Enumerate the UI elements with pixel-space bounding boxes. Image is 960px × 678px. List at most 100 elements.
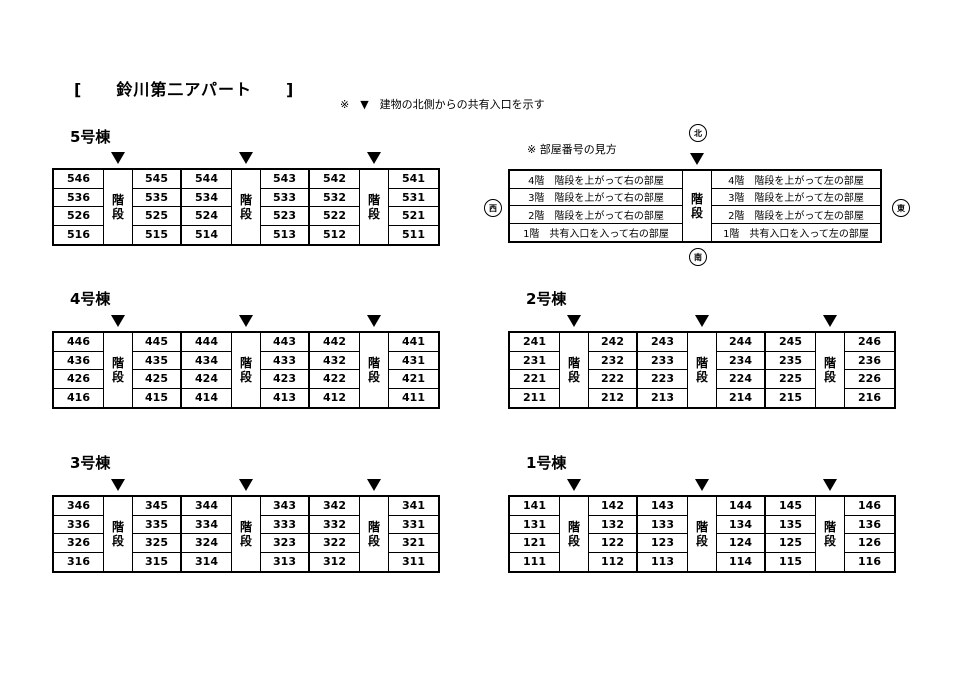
stairwell: 階段: [688, 333, 716, 407]
room-number: 126: [844, 534, 894, 553]
stair-label: 段: [111, 207, 124, 221]
room-number: 436: [54, 351, 104, 370]
entrance-marker-icon: [111, 315, 125, 327]
entrance-marker-icon: [823, 315, 837, 327]
entrance-marker-icon: [823, 479, 837, 491]
room-number: 323: [260, 534, 310, 553]
room-number: 311: [388, 552, 438, 571]
stairwell: 階段: [232, 497, 260, 571]
stair-label: 階: [239, 193, 252, 207]
room-number: 242: [588, 333, 638, 352]
room-number: 334: [182, 515, 232, 534]
stair-label: 段: [690, 206, 703, 220]
stair-label: 階: [567, 356, 580, 370]
room-number: 235: [766, 351, 816, 370]
room-number: 111: [510, 552, 560, 571]
legend-left-row: 3階 階段を上がって右の部屋: [510, 189, 682, 206]
stairwell: 階段: [104, 170, 132, 244]
room-number: 414: [182, 388, 232, 407]
stairwell: 階段: [232, 170, 260, 244]
stair-label: 段: [239, 207, 252, 221]
room-number: 314: [182, 552, 232, 571]
room-number: 215: [766, 388, 816, 407]
legend-right-row: 2階 階段を上がって左の部屋: [712, 206, 880, 224]
room-number: 336: [54, 515, 104, 534]
room-number: 114: [716, 552, 766, 571]
stair-label: 階: [695, 520, 708, 534]
room-number: 434: [182, 351, 232, 370]
room-number: 145: [766, 497, 816, 516]
entrance-marker-icon: [695, 315, 709, 327]
room-number: 345: [132, 497, 182, 516]
room-number: 422: [310, 370, 360, 389]
room-number: 144: [716, 497, 766, 516]
stair-label: 階: [239, 356, 252, 370]
room-number: 226: [844, 370, 894, 389]
room-number: 123: [638, 534, 688, 553]
room-number: 342: [310, 497, 360, 516]
room-number: 341: [388, 497, 438, 516]
room-number: 234: [716, 351, 766, 370]
stair-label: 段: [111, 370, 124, 384]
legend-right-row: 3階 階段を上がって左の部屋: [712, 189, 880, 206]
stair-label: 階: [695, 356, 708, 370]
page-title: [ 鈴川第二アパート ]: [74, 80, 295, 99]
room-number: 134: [716, 515, 766, 534]
room-number: 224: [716, 370, 766, 389]
room-number: 113: [638, 552, 688, 571]
room-number: 322: [310, 534, 360, 553]
room-number: 231: [510, 351, 560, 370]
room-number: 425: [132, 370, 182, 389]
entrance-marker-icon: [239, 315, 253, 327]
building-label: 4号棟: [70, 290, 111, 308]
stairwell: 階段: [104, 333, 132, 407]
room-number: 431: [388, 351, 438, 370]
entrance-marker-icon: [239, 152, 253, 164]
entrance-marker-icon: [690, 153, 704, 165]
stair-label: 段: [239, 534, 252, 548]
stair-label: 段: [695, 370, 708, 384]
entrance-marker-icon: [111, 152, 125, 164]
stair-label: 段: [367, 207, 380, 221]
stair-label: 段: [567, 534, 580, 548]
room-number: 136: [844, 515, 894, 534]
room-number: 125: [766, 534, 816, 553]
room-number: 142: [588, 497, 638, 516]
room-number: 432: [310, 351, 360, 370]
entrance-marker-icon: [111, 479, 125, 491]
room-number: 512: [310, 225, 360, 244]
stairwell: 階段: [560, 333, 588, 407]
stair-label: 段: [111, 534, 124, 548]
room-number: 433: [260, 351, 310, 370]
room-number: 545: [132, 170, 182, 189]
room-number: 343: [260, 497, 310, 516]
room-number: 513: [260, 225, 310, 244]
room-number: 536: [54, 188, 104, 207]
room-number: 324: [182, 534, 232, 553]
legend-left-row: 2階 階段を上がって右の部屋: [510, 206, 682, 224]
room-number: 523: [260, 207, 310, 226]
room-number: 131: [510, 515, 560, 534]
room-number: 525: [132, 207, 182, 226]
stair-label: 階: [111, 356, 124, 370]
room-number: 223: [638, 370, 688, 389]
room-number: 141: [510, 497, 560, 516]
room-number: 442: [310, 333, 360, 352]
room-number: 443: [260, 333, 310, 352]
room-number: 214: [716, 388, 766, 407]
entrance-note: ※ ▼ 建物の北側からの共有入口を示す: [340, 98, 545, 111]
room-number: 221: [510, 370, 560, 389]
stair-label: 段: [367, 534, 380, 548]
room-number: 521: [388, 207, 438, 226]
room-number: 546: [54, 170, 104, 189]
entrance-marker-icon: [239, 479, 253, 491]
stair-label: 段: [567, 370, 580, 384]
north-icon: 北: [689, 124, 707, 142]
room-number: 133: [638, 515, 688, 534]
south-icon: 南: [689, 248, 707, 266]
room-number: 333: [260, 515, 310, 534]
